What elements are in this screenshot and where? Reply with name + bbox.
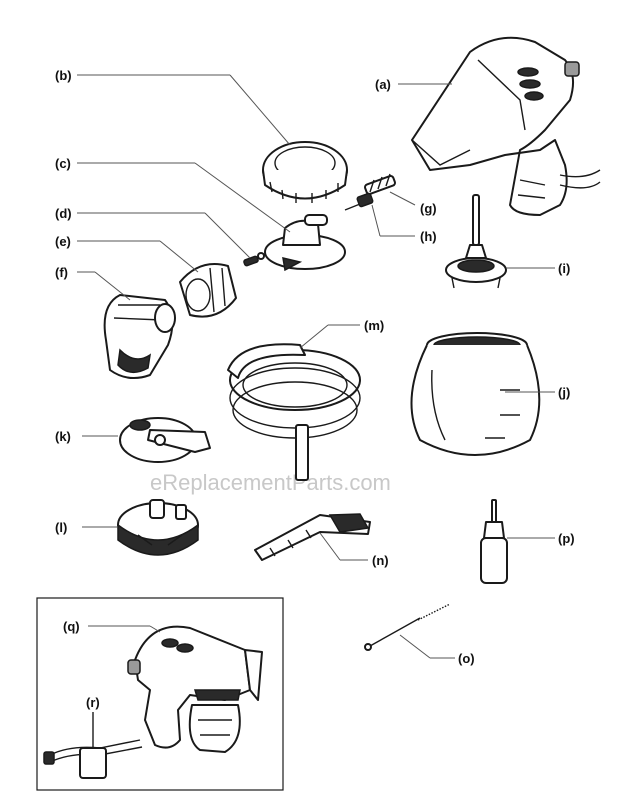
part-f-air-cap bbox=[103, 294, 176, 380]
part-d-screw bbox=[243, 252, 265, 267]
part-h-needle bbox=[344, 192, 374, 211]
leader-n bbox=[319, 532, 341, 561]
inset-box bbox=[36, 597, 284, 791]
label-a: (a) bbox=[375, 77, 391, 92]
leader-g bbox=[389, 191, 416, 206]
part-q-assembled-gun bbox=[43, 625, 263, 765]
part-a-gun-body bbox=[411, 36, 601, 216]
leader-o bbox=[399, 634, 431, 659]
label-e: (e) bbox=[55, 234, 71, 249]
label-k: (k) bbox=[55, 429, 71, 444]
part-i-suction-tube bbox=[445, 194, 507, 289]
label-r: (r) bbox=[86, 695, 100, 710]
part-b-locking-ring bbox=[262, 141, 348, 203]
label-f: (f) bbox=[55, 265, 68, 280]
label-b: (b) bbox=[55, 68, 72, 83]
watermark: eReplacementParts.com bbox=[150, 470, 391, 495]
label-l: (l) bbox=[55, 520, 67, 535]
leader-h bbox=[371, 204, 381, 237]
part-j-container bbox=[410, 332, 541, 456]
leader-m bbox=[299, 324, 329, 349]
part-e-nozzle-body bbox=[179, 263, 237, 318]
part-m-hose bbox=[227, 343, 361, 481]
label-o: (o) bbox=[458, 651, 475, 666]
part-g-spring bbox=[364, 173, 396, 195]
part-n-trigger bbox=[254, 513, 371, 561]
label-i: (i) bbox=[558, 261, 570, 276]
label-c: (c) bbox=[55, 156, 71, 171]
part-c-valve-housing bbox=[264, 214, 346, 272]
part-l-container-lid bbox=[117, 499, 199, 556]
label-j: (j) bbox=[558, 385, 570, 400]
label-n: (n) bbox=[372, 553, 389, 568]
label-q: (q) bbox=[63, 619, 80, 634]
part-p-oil-bottle bbox=[480, 499, 508, 584]
part-o-brush bbox=[364, 603, 451, 651]
label-m: (m) bbox=[364, 318, 384, 333]
label-g: (g) bbox=[420, 201, 437, 216]
part-k-valve-disc bbox=[119, 417, 211, 463]
label-d: (d) bbox=[55, 206, 72, 221]
label-p: (p) bbox=[558, 531, 575, 546]
label-h: (h) bbox=[420, 229, 437, 244]
part-r-filter bbox=[79, 712, 107, 779]
